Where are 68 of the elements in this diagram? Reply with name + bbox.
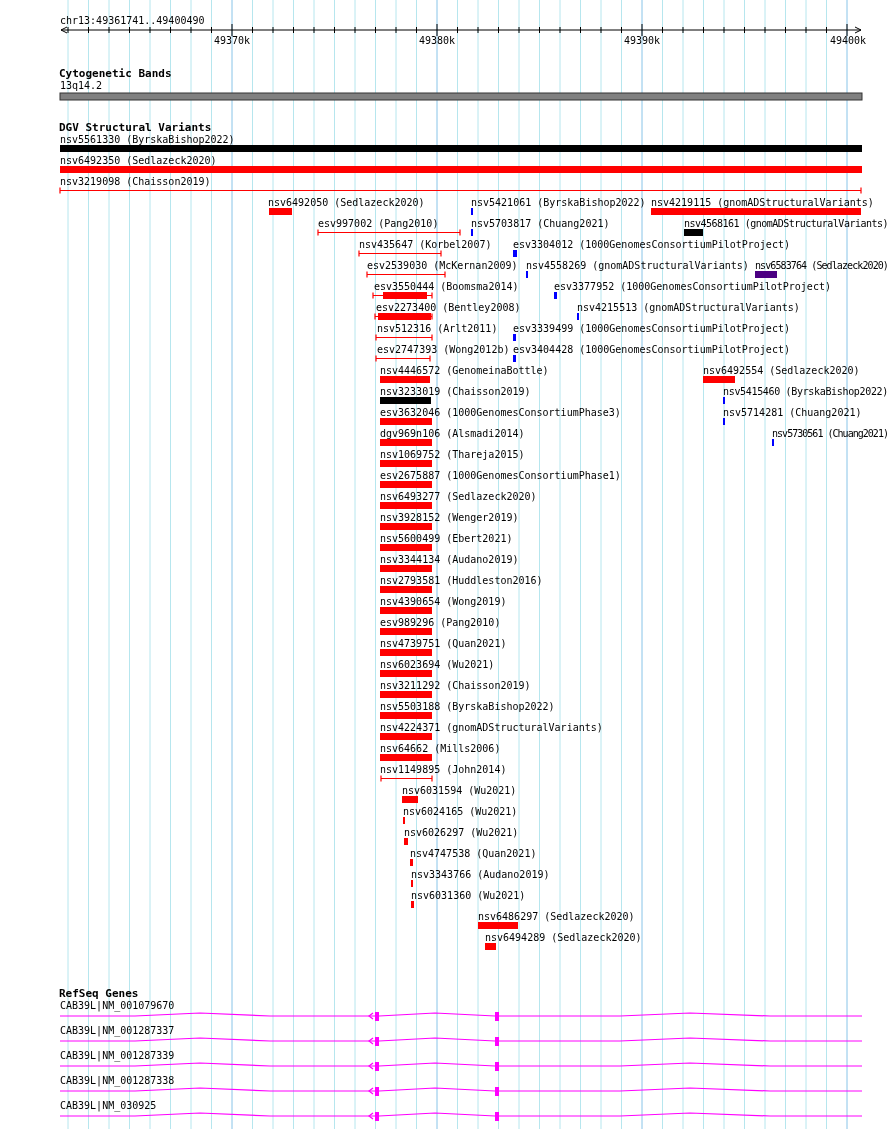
feature-label: nsv6031594 (Wu2021) <box>402 785 517 797</box>
feature-label: nsv3343766 (Audano2019) <box>411 869 550 881</box>
feature-label: esv3550444 (Boomsma2014) <box>374 281 519 293</box>
track-title: Cytogenetic Bands <box>59 68 172 80</box>
tick-label: 49400k <box>829 35 867 47</box>
feature-label: esv2273400 (Bentley2008) <box>376 302 521 314</box>
feature-label: nsv3344134 (Audano2019) <box>380 554 519 566</box>
gene-label: CAB39L|NM_001287338 <box>60 1075 175 1087</box>
feature-label: nsv5503188 (ByrskaBishop2022) <box>380 701 555 713</box>
feature-label: nsv6583764 (Sedlazeck2020) <box>755 260 888 272</box>
feature-label: nsv4747538 (Quan2021) <box>410 848 537 860</box>
feature-label: nsv5714281 (Chuang2021) <box>723 407 862 419</box>
feature-label: nsv6492050 (Sedlazeck2020) <box>268 197 425 209</box>
feature-label: nsv1149895 (John2014) <box>380 764 507 776</box>
gene-label: CAB39L|NM_030925 <box>60 1100 157 1112</box>
gene-label: CAB39L|NM_001079670 <box>60 1000 175 1012</box>
feature-label: nsv5703817 (Chuang2021) <box>471 218 610 230</box>
feature-label: nsv4219115 (gnomADStructuralVariants) <box>651 197 874 209</box>
feature-label: nsv435647 (Korbel2007) <box>359 239 492 251</box>
feature-label: nsv3211292 (Chaisson2019) <box>380 680 531 692</box>
feature-label: nsv2793581 (Huddleston2016) <box>380 575 543 587</box>
feature-label: nsv1069752 (Thareja2015) <box>380 449 525 461</box>
feature-label: nsv5730561 (Chuang2021) <box>772 428 888 440</box>
position-label: chr13:49361741..49400490 <box>60 15 205 27</box>
feature-label: esv2675887 (1000GenomesConsortiumPhase1) <box>380 470 621 482</box>
tick-label: 49390k <box>623 35 661 47</box>
band-label: 13q14.2 <box>60 80 103 92</box>
feature-label: nsv3928152 (Wenger2019) <box>380 512 519 524</box>
feature-label: nsv6493277 (Sedlazeck2020) <box>380 491 537 503</box>
feature-label: esv2747393 (Wong2012b) <box>377 344 510 356</box>
gene-label: CAB39L|NM_001287337 <box>60 1025 175 1037</box>
feature-label: esv997002 (Pang2010) <box>318 218 439 230</box>
feature-label: nsv4224371 (gnomADStructuralVariants) <box>380 722 603 734</box>
feature-label: esv3304012 (1000GenomesConsortiumPilotProject) <box>513 239 790 251</box>
feature-label: esv3404428 (1000GenomesConsortiumPilotProject) <box>513 344 790 356</box>
feature-label: nsv4568161 (gnomADStructuralVariants) <box>684 218 888 230</box>
feature-label: nsv4215513 (gnomADStructuralVariants) <box>577 302 800 314</box>
feature-label: esv3339499 (1000GenomesConsortiumPilotProject) <box>513 323 790 335</box>
feature-label: nsv5421061 (ByrskaBishop2022) <box>471 197 646 209</box>
feature-label: nsv6024165 (Wu2021) <box>403 806 518 818</box>
feature-label: esv989296 (Pang2010) <box>380 617 501 629</box>
feature-label: dgv969n106 (Alsmadi2014) <box>380 428 525 440</box>
feature-label: nsv5415460 (ByrskaBishop2022) <box>723 386 888 398</box>
track-title: RefSeq Genes <box>59 988 139 1000</box>
track-title: DGV Structural Variants <box>59 122 212 134</box>
feature-label: nsv4558269 (gnomADStructuralVariants) <box>526 260 749 272</box>
feature-label: nsv3219098 (Chaisson2019) <box>60 176 211 188</box>
feature-label: nsv6031360 (Wu2021) <box>411 890 526 902</box>
feature-label: esv3377952 (1000GenomesConsortiumPilotProject) <box>554 281 831 293</box>
feature-label: esv2539030 (McKernan2009) <box>367 260 518 272</box>
feature-label: nsv3233019 (Chaisson2019) <box>380 386 531 398</box>
feature-label: nsv5561330 (ByrskaBishop2022) <box>60 134 235 146</box>
feature-label: nsv6486297 (Sedlazeck2020) <box>478 911 635 923</box>
feature-label: nsv4739751 (Quan2021) <box>380 638 507 650</box>
feature-label: nsv6023694 (Wu2021) <box>380 659 495 671</box>
feature-label: nsv4390654 (Wong2019) <box>380 596 507 608</box>
feature-label: nsv6494289 (Sedlazeck2020) <box>485 932 642 944</box>
gene-label: CAB39L|NM_001287339 <box>60 1050 175 1062</box>
tick-label: 49380k <box>418 35 456 47</box>
feature-label: nsv6492350 (Sedlazeck2020) <box>60 155 217 167</box>
feature-label: nsv6026297 (Wu2021) <box>404 827 519 839</box>
feature-label: esv3632046 (1000GenomesConsortiumPhase3) <box>380 407 621 419</box>
feature-label: nsv512316 (Arlt2011) <box>377 323 498 335</box>
feature-label: nsv6492554 (Sedlazeck2020) <box>703 365 860 377</box>
feature-label: nsv64662 (Mills2006) <box>380 743 501 755</box>
feature-label: nsv5600499 (Ebert2021) <box>380 533 513 545</box>
feature-label: nsv4446572 (GenomeinaBottle) <box>380 365 549 377</box>
tick-label: 49370k <box>213 35 251 47</box>
